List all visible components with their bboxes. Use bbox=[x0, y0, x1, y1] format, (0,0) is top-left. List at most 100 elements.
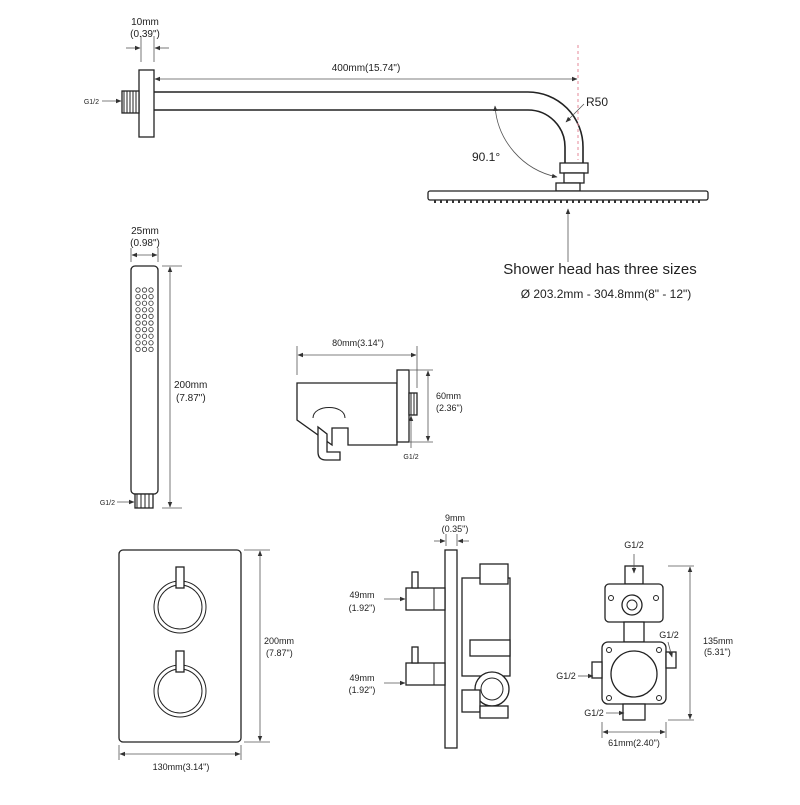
hand-shower-nozzle bbox=[148, 326, 154, 333]
head-nozzle bbox=[632, 200, 634, 203]
hand-shower-nozzle bbox=[141, 287, 148, 293]
holder-body bbox=[296, 382, 398, 447]
hand-shower-nozzle bbox=[141, 326, 148, 333]
head-nozzle bbox=[548, 200, 550, 203]
body-right-port-label: G1/2 bbox=[659, 630, 679, 640]
plate-width-dim: 130mm(3.14") bbox=[153, 762, 210, 772]
shower-arm: 10mm (0.39") 400mm(15.74") G1/2 R50 90.1… bbox=[84, 17, 608, 184]
head-nozzle bbox=[578, 200, 580, 203]
hand-shower-nozzle bbox=[141, 333, 148, 339]
body-height-dim: 135mm bbox=[703, 636, 733, 646]
body-top-port-label: G1/2 bbox=[624, 540, 644, 550]
head-nozzle bbox=[674, 200, 676, 203]
side-body-top bbox=[479, 563, 509, 585]
head-plate bbox=[427, 190, 709, 201]
head-nozzle bbox=[470, 200, 472, 203]
head-nozzle bbox=[458, 200, 460, 203]
hand-shower-nozzle bbox=[148, 307, 154, 313]
hand-shower-body bbox=[130, 265, 159, 495]
head-nozzle bbox=[446, 200, 448, 203]
head-nozzle bbox=[692, 200, 694, 203]
head-nozzle bbox=[542, 200, 544, 203]
side-lower-knob bbox=[405, 662, 446, 686]
holder-thread bbox=[408, 392, 418, 416]
hand-shower-nozzle bbox=[135, 340, 141, 346]
arm-connector bbox=[563, 172, 585, 184]
hand-shower-nozzle bbox=[141, 340, 148, 346]
hand-shower-thread bbox=[134, 493, 154, 509]
hand-shower-nozzle bbox=[135, 333, 141, 339]
hand-shower-nozzle bbox=[148, 287, 154, 293]
head-nozzle bbox=[644, 200, 646, 203]
plate-upper-lever bbox=[175, 566, 185, 589]
side-plate bbox=[444, 549, 458, 749]
hand-shower-nozzle bbox=[135, 293, 141, 300]
hand-width-dim-in: (0.98") bbox=[130, 238, 160, 249]
hand-thread-label: G1/2 bbox=[100, 500, 115, 507]
side-upper-knob-dim: 49mm bbox=[349, 590, 374, 600]
head-nozzle bbox=[596, 200, 598, 203]
arm-flange-dim: 10mm bbox=[131, 17, 159, 28]
hand-length-dim-in: (7.87") bbox=[176, 393, 206, 404]
head-nozzle bbox=[626, 200, 628, 203]
arm-nut bbox=[559, 162, 589, 174]
arm-wall-flange bbox=[138, 69, 155, 138]
head-nozzle bbox=[482, 200, 484, 203]
head-nozzle bbox=[506, 200, 508, 203]
head-nozzle bbox=[494, 200, 496, 203]
head-nozzle bbox=[620, 200, 622, 203]
head-nozzle bbox=[608, 200, 610, 203]
holder-wall-plate bbox=[396, 369, 410, 443]
body-cartridge bbox=[610, 650, 658, 698]
arm-thread-label: G1/2 bbox=[84, 99, 99, 106]
head-caption: Shower head has three sizes bbox=[503, 261, 696, 278]
wall-holder: 80mm(3.14") 60mm (2.36") G1/2 bbox=[296, 338, 463, 461]
side-plate-dim-in: (0.35") bbox=[442, 524, 469, 534]
holder-thread-label: G1/2 bbox=[403, 454, 418, 461]
arm-pipe-outer bbox=[154, 91, 584, 163]
side-upper-lever bbox=[411, 571, 419, 589]
hand-shower-nozzle bbox=[141, 346, 148, 352]
head-nozzle bbox=[488, 200, 490, 203]
head-nozzle bbox=[464, 200, 466, 203]
head-nozzle bbox=[614, 200, 616, 203]
plate-body bbox=[118, 549, 242, 743]
body-left-port-label: G1/2 bbox=[556, 671, 576, 681]
head-nozzle bbox=[434, 200, 436, 203]
head-sizes: Ø 203.2mm - 304.8mm(8" - 12") bbox=[521, 287, 692, 301]
trim-plate: 200mm (7.87") 130mm(3.14") bbox=[118, 549, 294, 772]
body-height-dim-in: (5.31") bbox=[704, 647, 731, 657]
head-nozzle bbox=[452, 200, 454, 203]
head-nozzles bbox=[434, 200, 700, 203]
hand-shower-nozzle bbox=[148, 346, 154, 352]
hand-shower-nozzle bbox=[135, 320, 141, 326]
head-nozzle bbox=[650, 200, 652, 203]
head-nozzle bbox=[680, 200, 682, 203]
side-lower-knob-dim: 49mm bbox=[349, 673, 374, 683]
hand-shower-nozzle bbox=[141, 313, 148, 319]
hand-shower-nozzle bbox=[148, 293, 154, 300]
body-left-port bbox=[591, 661, 603, 679]
hand-width-dim: 25mm bbox=[131, 226, 159, 237]
hand-shower-nozzle bbox=[135, 307, 141, 313]
head-nozzle bbox=[656, 200, 658, 203]
body-width-dim: 61mm(2.40") bbox=[608, 738, 660, 748]
head-nozzle bbox=[518, 200, 520, 203]
body-bottom-port-label: G1/2 bbox=[584, 708, 604, 718]
valve-body-front: G1/2 G1/2 G1/2 G1/2 135mm (5.31") 61mm(2… bbox=[556, 540, 733, 748]
head-nozzle bbox=[584, 200, 586, 203]
holder-width-dim: 80mm(3.14") bbox=[332, 338, 384, 348]
arm-angle-arc bbox=[493, 105, 558, 179]
valve-side-view: 9mm (0.35") 49mm (1.92") 49mm (1.92") bbox=[349, 513, 511, 749]
head-nozzle bbox=[500, 200, 502, 203]
plate-height-dim-in: (7.87") bbox=[266, 648, 293, 658]
shower-head: Shower head has three sizes Ø 203.2mm - … bbox=[427, 182, 709, 301]
hand-shower: 25mm (0.98") 200mm (7.87") G1/2 bbox=[100, 226, 207, 509]
head-nozzle bbox=[572, 200, 574, 203]
side-lower-knob-dim-in: (1.92") bbox=[349, 685, 376, 695]
holder-height-dim: 60mm bbox=[436, 391, 461, 401]
plate-height-dim: 200mm bbox=[264, 636, 294, 646]
arm-length-dim: 400mm(15.74") bbox=[332, 63, 401, 74]
body-bottom-port bbox=[622, 703, 646, 721]
